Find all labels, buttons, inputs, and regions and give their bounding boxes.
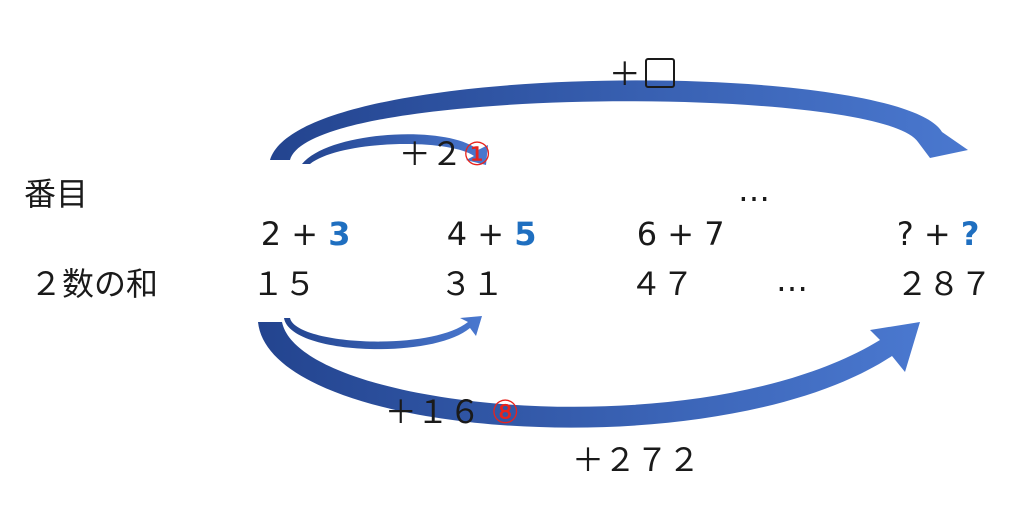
term-2-left: 4	[446, 215, 468, 253]
bottom-small-text: ＋１６	[384, 393, 481, 431]
term-4-right: ?	[960, 215, 980, 253]
term-2-right: 5	[514, 215, 537, 253]
term-3-right: 7	[704, 215, 725, 253]
sum-1: １５	[252, 265, 317, 303]
sum-4: ２８７	[896, 265, 993, 303]
sum-2: ３１	[440, 265, 505, 303]
term-3-left: 6	[636, 215, 658, 253]
term-ellipsis: …	[738, 171, 770, 209]
term-2: 4 + 5	[406, 174, 537, 294]
blank-box	[644, 58, 675, 88]
top-large-text: ＋	[608, 55, 641, 93]
term-4-left: ?	[896, 215, 914, 253]
bottom-large-label: ＋２７２	[572, 441, 701, 479]
term-3-plus: +	[667, 215, 695, 253]
top-small-text: ＋２	[398, 135, 463, 173]
term-3: 6 + 7	[596, 174, 725, 294]
arrow-top-small	[302, 134, 488, 165]
arrow-bottom-small	[284, 316, 482, 350]
top-small-label: ＋２①	[358, 94, 492, 214]
term-row-label: 番目	[24, 175, 89, 213]
bottom-small-marker: ⑧	[490, 393, 520, 431]
top-small-marker: ①	[462, 135, 492, 173]
arrow-top-large	[270, 80, 968, 160]
top-large-label: ＋	[568, 14, 675, 134]
sum-ellipsis: …	[776, 261, 808, 299]
term-1-right: 3	[328, 215, 351, 253]
term-4-plus: +	[923, 215, 951, 253]
arrow-bottom-large	[258, 322, 920, 428]
term-1-left: 2	[260, 215, 282, 253]
term-2-plus: +	[477, 215, 505, 253]
term-1: 2 + 3	[220, 174, 351, 294]
sum-row-label: ２数の和	[30, 265, 159, 303]
term-1-plus: +	[291, 215, 319, 253]
bottom-small-label: ＋１６ ⑧	[344, 352, 520, 472]
sum-3: ４７	[630, 265, 695, 303]
term-4: ? + ?	[856, 174, 980, 294]
